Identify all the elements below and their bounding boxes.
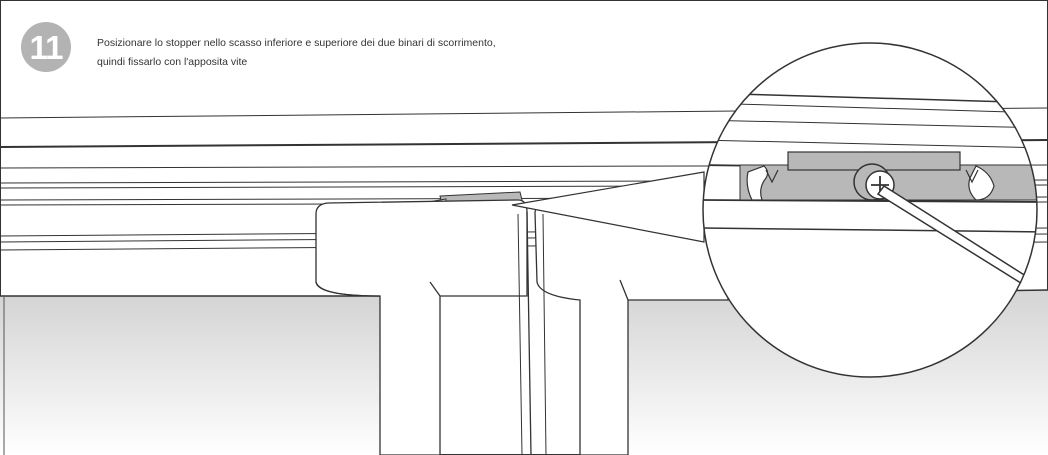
step-number: 11 xyxy=(29,28,64,66)
glass-panel-left xyxy=(0,296,440,455)
door-edge-left-outer xyxy=(526,211,532,455)
screwdriver xyxy=(876,184,1037,302)
door-profile-left xyxy=(315,199,528,455)
instruction-text: Posizionare lo stopper nello scasso infe… xyxy=(97,34,697,72)
door-edge-left-inner xyxy=(517,213,523,455)
step-number-badge: 11 xyxy=(21,22,71,72)
magnifier-circle xyxy=(702,42,1038,378)
instruction-line-1: Posizionare lo stopper nello scasso infe… xyxy=(97,37,496,49)
magnified-detail xyxy=(703,43,1037,377)
door-edge-right xyxy=(542,213,547,455)
instruction-line-2: quindi fissarlo con l'apposita vite xyxy=(97,56,248,68)
